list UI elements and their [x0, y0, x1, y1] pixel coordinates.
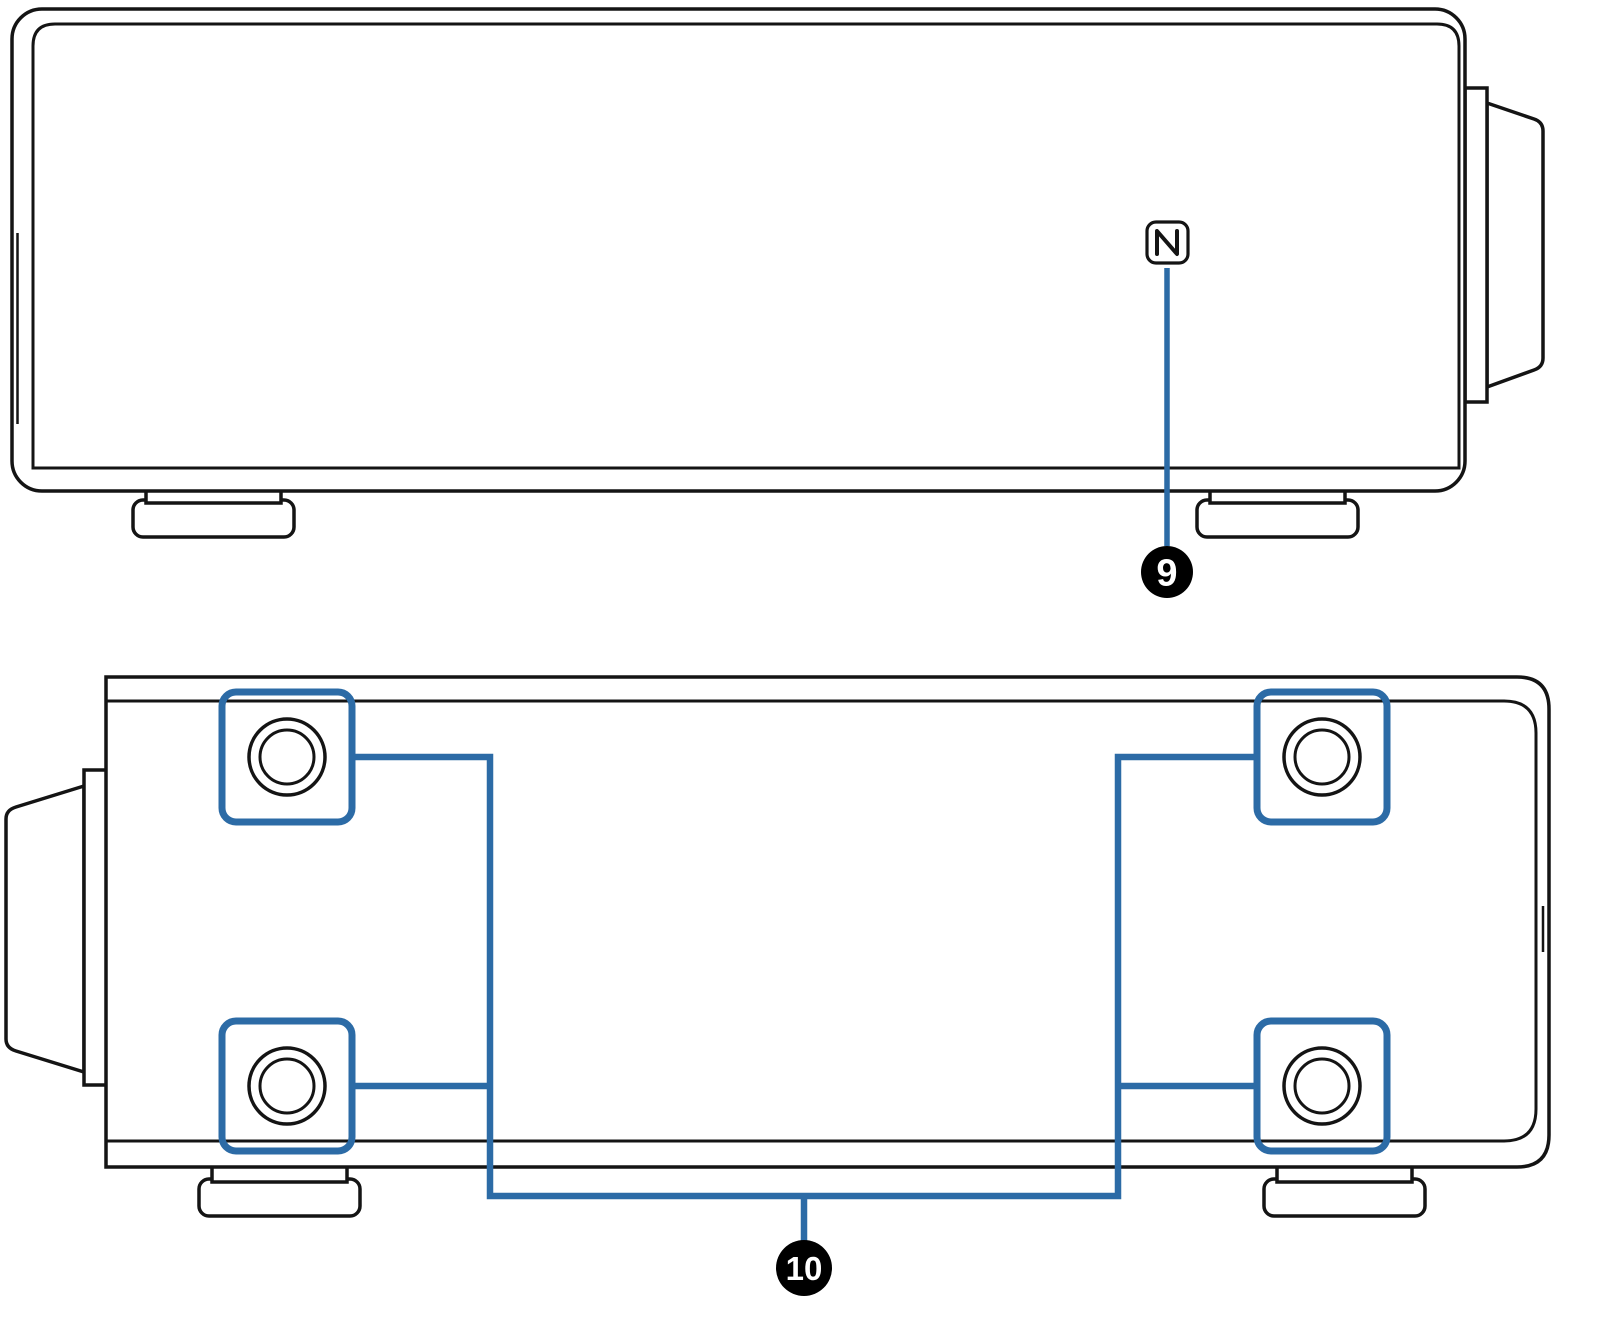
nfc-icon-n-glyph [1155, 229, 1179, 256]
chassis-inner-line [31, 22, 1461, 470]
chassis-outline [104, 675, 1551, 1169]
device-foot-right [1195, 484, 1360, 539]
chassis-inner-line [106, 699, 1538, 1143]
foot-circle-top-right [1282, 717, 1362, 797]
callout-10-number: 10 [786, 1250, 823, 1287]
foot-circle-bottom-left [247, 1046, 327, 1126]
foot-base [197, 1177, 362, 1218]
knob-neck [82, 768, 109, 1087]
callout-9-badge [1141, 546, 1193, 598]
side-knob [4, 768, 109, 1087]
callout-9-number: 9 [1156, 553, 1177, 595]
foot-base [1262, 1177, 1427, 1218]
knob-neck [1463, 86, 1489, 404]
foot-inner-ring [1293, 728, 1351, 786]
foot-base [131, 498, 296, 539]
knob-flange [1485, 100, 1545, 390]
foot-base [1195, 498, 1360, 539]
callout-feet: 10 [218, 688, 1391, 1296]
chassis-outline [10, 7, 1467, 493]
callout-10-badge [776, 1240, 832, 1296]
callout-nfc: 9 [1141, 268, 1193, 598]
foot-inner-ring [1293, 1057, 1351, 1115]
side-knob [1463, 86, 1545, 404]
foot-inner-ring [258, 1057, 316, 1115]
device-foot-left [197, 1163, 362, 1218]
foot-circle-top-left [247, 717, 327, 797]
knob-flange [4, 783, 86, 1075]
device-foot-right [1262, 1163, 1427, 1218]
nfc-icon-frame [1145, 220, 1190, 265]
bottom-panel-view [4, 675, 1551, 1218]
foot-circle-bottom-right [1282, 1046, 1362, 1126]
nfc-icon [1145, 220, 1190, 265]
foot-inner-ring [258, 728, 316, 786]
top-panel-view [10, 7, 1545, 539]
device-foot-left [131, 484, 296, 539]
